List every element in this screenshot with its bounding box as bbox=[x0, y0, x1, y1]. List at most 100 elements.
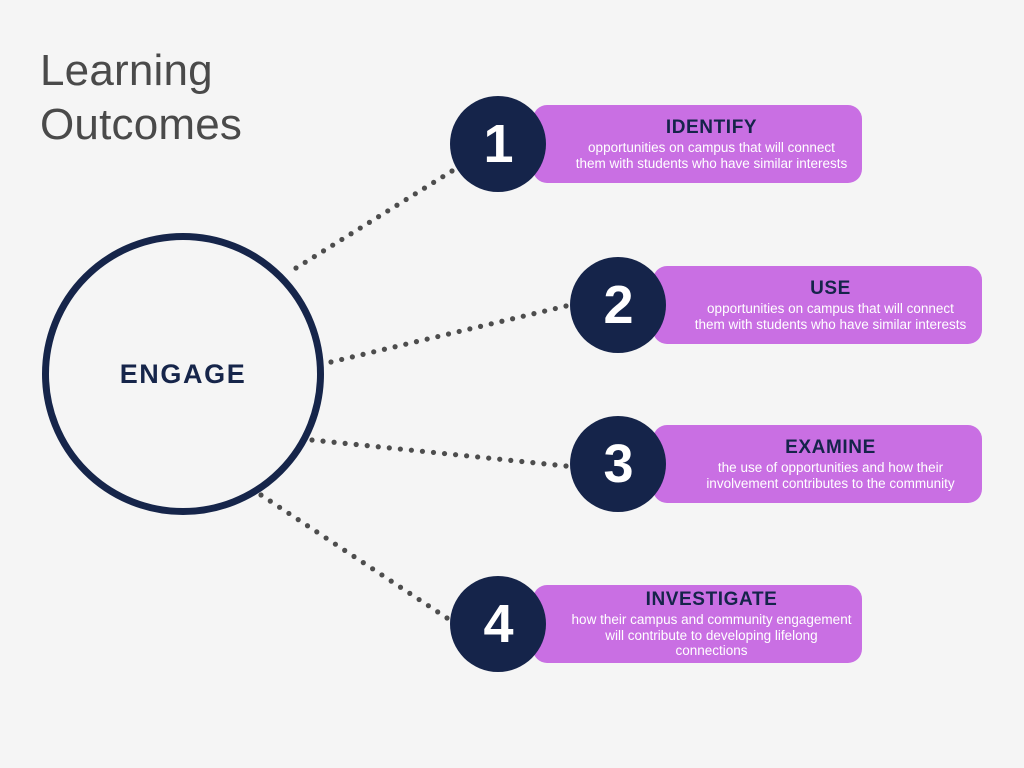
outcome-number-1: 1 bbox=[483, 114, 513, 174]
outcome-item-4[interactable]: INVESTIGATE how their campus and communi… bbox=[450, 576, 862, 672]
connector-4-dot bbox=[342, 547, 348, 553]
connector-3-dot bbox=[486, 455, 492, 461]
connector-2-dot bbox=[360, 351, 366, 357]
outcome-text-3: EXAMINE the use of opportunities and how… bbox=[674, 437, 960, 491]
outcome-text-1: IDENTIFY opportunities on campus that wi… bbox=[540, 117, 856, 171]
outcome-badge-2[interactable]: 2 bbox=[570, 257, 666, 353]
connector-1-dot bbox=[403, 196, 409, 203]
connector-4-dot bbox=[379, 572, 385, 578]
connector-2-dot bbox=[531, 311, 537, 317]
outcome-badge-4[interactable]: 4 bbox=[450, 576, 546, 672]
outcome-description-4: how their campus and community engagemen… bbox=[571, 612, 852, 659]
connector-2-dot bbox=[403, 341, 409, 347]
connector-2-dot bbox=[339, 356, 345, 363]
outcome-text-2: USE opportunities on campus that will co… bbox=[663, 278, 973, 332]
connector-3-dot bbox=[364, 443, 370, 449]
connector-1-dot bbox=[366, 219, 373, 225]
connector-3-dot bbox=[541, 461, 547, 467]
connector-3-dot bbox=[563, 463, 569, 469]
connector-4-dot bbox=[286, 510, 292, 517]
connector-2-dot bbox=[328, 359, 334, 365]
outcome-description-2: opportunities on campus that will connec… bbox=[694, 301, 967, 332]
connector-2-dot bbox=[381, 346, 388, 352]
connector-4-dot bbox=[258, 492, 264, 498]
outcome-title-1: IDENTIFY bbox=[665, 117, 758, 138]
outcome-bar-3[interactable]: EXAMINE the use of opportunities and how… bbox=[653, 425, 982, 503]
outcome-bar-4[interactable]: INVESTIGATE how their campus and communi… bbox=[533, 585, 862, 663]
connector-3-dot bbox=[464, 453, 470, 459]
connector-4-dot bbox=[277, 504, 283, 510]
outcome-item-3[interactable]: EXAMINE the use of opportunities and how… bbox=[570, 416, 982, 512]
connector-1-dot bbox=[320, 248, 327, 254]
connector-1-dot bbox=[311, 253, 317, 260]
connector-3-dot bbox=[419, 448, 426, 454]
outcome-text-4: INVESTIGATE how their campus and communi… bbox=[533, 589, 862, 659]
outcome-description-3: the use of opportunities and how their i… bbox=[706, 460, 955, 491]
connector-3-dot bbox=[375, 444, 381, 450]
connector-1-dot bbox=[440, 174, 446, 180]
hub-circle-engage[interactable]: ENGAGE bbox=[42, 233, 324, 515]
connector-4-dot bbox=[351, 553, 357, 560]
connector-4-dot bbox=[267, 498, 273, 504]
connector-3-dot bbox=[519, 458, 525, 465]
connector-2-dot bbox=[435, 333, 441, 340]
connector-2-dot bbox=[563, 303, 569, 309]
connector-3-dot bbox=[552, 462, 558, 468]
outcome-number-4: 4 bbox=[483, 594, 513, 654]
outcome-description-1: opportunities on campus that will connec… bbox=[575, 140, 848, 171]
connector-3-dot bbox=[386, 445, 392, 451]
connector-4-dot bbox=[370, 566, 376, 572]
connector-3-dot bbox=[320, 438, 326, 444]
connector-4-dot bbox=[332, 541, 338, 547]
outcome-bar-1[interactable]: IDENTIFY opportunities on campus that wi… bbox=[533, 105, 862, 183]
connector-3-dot bbox=[408, 447, 414, 453]
connector-4-dot bbox=[314, 529, 320, 535]
connector-1-dot bbox=[394, 202, 400, 208]
hub-label: ENGAGE bbox=[119, 358, 247, 389]
connector-1-dot bbox=[330, 242, 336, 248]
connector-4-dot bbox=[444, 615, 450, 621]
outcome-item-1[interactable]: IDENTIFY opportunities on campus that wi… bbox=[450, 96, 862, 192]
connector-4-dot bbox=[304, 523, 311, 529]
connector-1-dot bbox=[339, 236, 345, 243]
connector-3-dot bbox=[497, 456, 503, 462]
connector-2-dot bbox=[488, 321, 494, 327]
connector-4-dot bbox=[435, 609, 441, 615]
connector-2-dot bbox=[542, 308, 548, 314]
connector-4-dot bbox=[295, 517, 301, 523]
connector-3-dot bbox=[331, 439, 337, 445]
connector-4-dot bbox=[323, 535, 329, 541]
connector-1-dot bbox=[348, 231, 354, 237]
connector-1-dot bbox=[385, 208, 391, 214]
outcome-number-3: 3 bbox=[603, 434, 633, 494]
connector-4-dot bbox=[416, 596, 422, 603]
connector-2-dot bbox=[371, 349, 377, 355]
outcome-bar-2[interactable]: USE opportunities on campus that will co… bbox=[653, 266, 982, 344]
connector-2-dot bbox=[552, 305, 558, 312]
outcome-item-2[interactable]: USE opportunities on campus that will co… bbox=[570, 257, 982, 353]
connector-1-dot bbox=[421, 185, 428, 191]
outcome-badge-1[interactable]: 1 bbox=[450, 96, 546, 192]
connector-2-dot bbox=[349, 354, 355, 360]
page-title: Learning Outcomes bbox=[40, 46, 243, 149]
connector-1-dot bbox=[431, 179, 437, 186]
connector-1-dot bbox=[293, 265, 299, 271]
connector-1-dot bbox=[412, 191, 418, 197]
connector-3-dot bbox=[452, 452, 459, 458]
connector-2-dot bbox=[413, 339, 420, 345]
outcome-title-2: USE bbox=[810, 278, 851, 299]
connector-2-dot bbox=[467, 326, 473, 332]
connector-3-dot bbox=[397, 446, 403, 452]
connector-3-dot bbox=[441, 450, 448, 457]
outcome-title-4: INVESTIGATE bbox=[645, 589, 778, 611]
connector-4-dot bbox=[360, 560, 366, 566]
connector-3-dot bbox=[508, 457, 514, 463]
outcome-badge-3[interactable]: 3 bbox=[570, 416, 666, 512]
connector-3-dot bbox=[530, 460, 536, 466]
connector-3-dot bbox=[353, 441, 359, 448]
connector-1-dot bbox=[375, 214, 382, 220]
connector-4-dot bbox=[397, 584, 404, 590]
outcome-title-3: EXAMINE bbox=[785, 437, 876, 458]
